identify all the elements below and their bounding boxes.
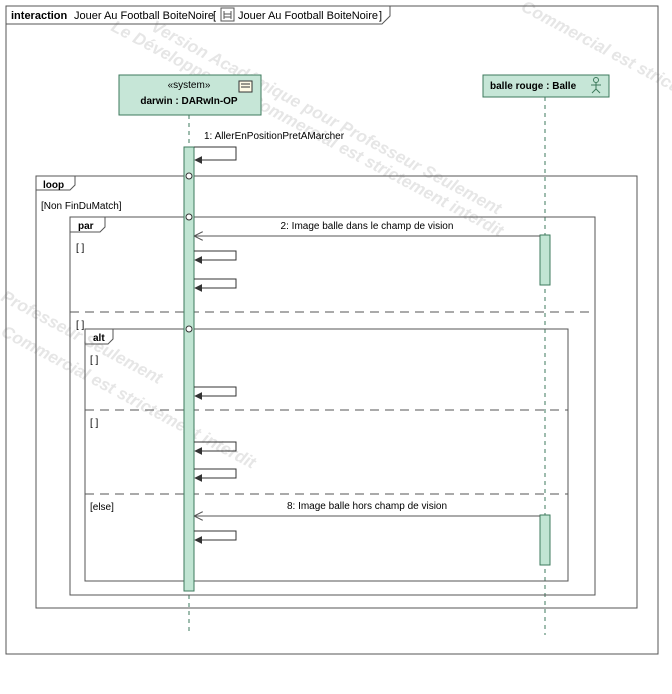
self-message-9[interactable] (194, 530, 237, 544)
interaction-frame (5, 5, 659, 655)
fragment-alt-guard-1: [ ] (90, 355, 99, 366)
frame-tab (6, 6, 391, 25)
lifeline-darwin-stereotype: «system» (168, 80, 211, 91)
self-message-3[interactable] (194, 250, 237, 264)
self-message-6[interactable] (194, 441, 237, 455)
frame-close-bracket: ] (379, 10, 382, 22)
watermark-line: Le Développement Commercial est strictem… (108, 17, 508, 242)
lifeline-balle-name: balle rouge : Balle (490, 81, 577, 92)
fragment-par-operator: par (78, 221, 94, 232)
activation-balle-1 (539, 234, 551, 286)
fragment-par-guard-1: [ ] (76, 243, 85, 254)
activation-balle-2 (539, 514, 551, 566)
message-1-label: 1: AllerEnPositionPretAMarcher (204, 131, 345, 142)
frame-keyword: interaction (11, 10, 68, 22)
gate-alt (185, 325, 193, 333)
fragment-loop-guard: [Non FinDuMatch] (41, 201, 122, 212)
system-block-icon (238, 80, 253, 93)
fragment-loop-operator: loop (43, 180, 64, 191)
lifeline-balle-head[interactable] (482, 74, 610, 98)
message-8-label: 8: Image balle hors champ de vision (287, 501, 447, 512)
message-2-label: 2: Image balle dans le champ de vision (281, 221, 454, 232)
fragment-alt: alt [ ] [ ] [else] (84, 328, 569, 582)
lifeline-darwin-head[interactable] (118, 74, 262, 116)
fragment-par-guard-2: [ ] (76, 320, 85, 331)
gate-loop (185, 172, 193, 180)
watermark-line: Version Académique pour Professeur Seule… (148, 17, 506, 219)
watermark-line: Commercial est strictement interdit (0, 322, 260, 473)
frame-name: Jouer Au Football BoiteNoire (74, 10, 214, 22)
self-message-7[interactable] (194, 468, 237, 482)
diagram-icon (220, 7, 235, 22)
self-message-5[interactable] (194, 386, 237, 400)
gate-par (185, 213, 193, 221)
fragment-loop: loop [Non FinDuMatch] (35, 175, 638, 609)
lifeline-darwin-name: darwin : DARwIn-OP (140, 96, 238, 107)
watermark: Version Académique pour Professeur Seule… (0, 0, 672, 473)
fragment-par: par [ ] [ ] (69, 216, 596, 596)
frame-ref-name: Jouer Au Football BoiteNoire (238, 10, 378, 22)
watermark-line: Commercial est strictement interdit (518, 0, 672, 148)
actor-stick-figure-icon (591, 77, 601, 94)
fragment-alt-operator: alt (93, 333, 105, 344)
fragment-alt-guard-2: [ ] (90, 418, 99, 429)
message-1-arrow[interactable] (194, 146, 237, 164)
frame-open-bracket: [ (213, 10, 216, 22)
self-message-4[interactable] (194, 278, 237, 292)
fragment-alt-guard-3: [else] (90, 502, 114, 513)
activation-darwin (183, 146, 195, 592)
